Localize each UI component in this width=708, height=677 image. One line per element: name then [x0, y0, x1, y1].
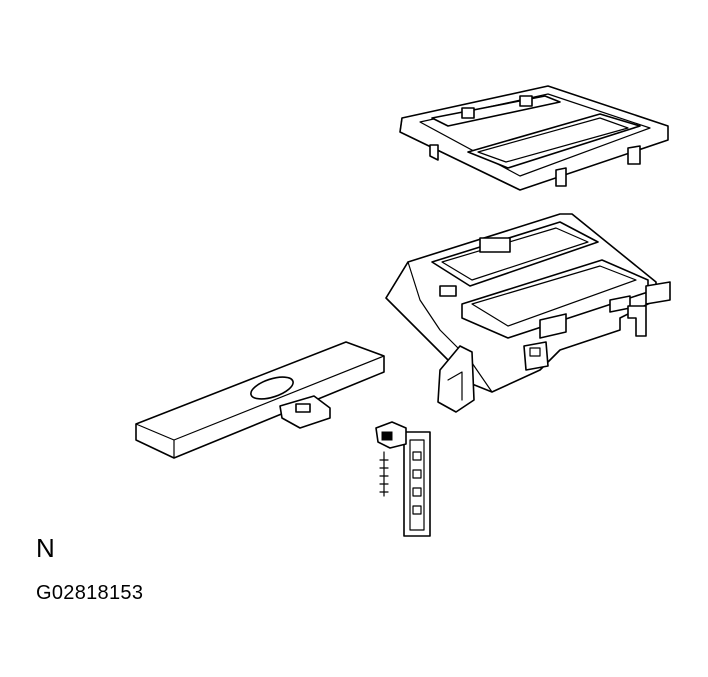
front-trim-panel: [135, 341, 385, 459]
shift-indicator-bracket: [375, 421, 431, 537]
upper-trim-bezel: [399, 85, 669, 191]
console-box: [385, 213, 671, 413]
figure-code: G02818153: [36, 582, 144, 604]
orientation-letter: N: [36, 533, 55, 563]
